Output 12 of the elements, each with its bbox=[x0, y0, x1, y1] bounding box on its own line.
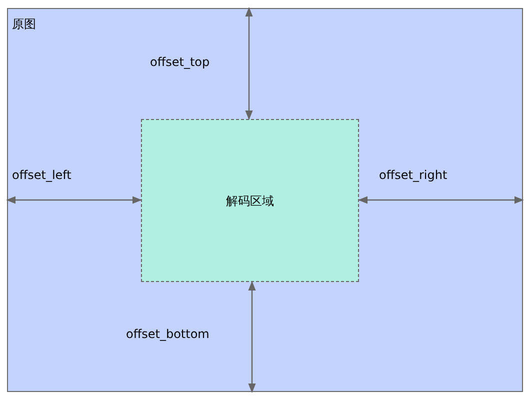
decode-region-box bbox=[141, 119, 359, 282]
edge-label: offset_top bbox=[150, 54, 210, 70]
double-arrow bbox=[6, 196, 142, 204]
frame-title: 原图 bbox=[12, 17, 36, 31]
double-arrow bbox=[248, 281, 256, 393]
region-label: 解码区域 bbox=[226, 194, 274, 208]
double-arrow bbox=[358, 196, 524, 204]
double-arrow bbox=[245, 7, 253, 120]
edge-label: offset_left bbox=[12, 167, 72, 183]
edge-label: offset_right bbox=[379, 167, 448, 183]
image-frame bbox=[7, 8, 523, 392]
edge-label: offset_bottom bbox=[126, 326, 210, 342]
